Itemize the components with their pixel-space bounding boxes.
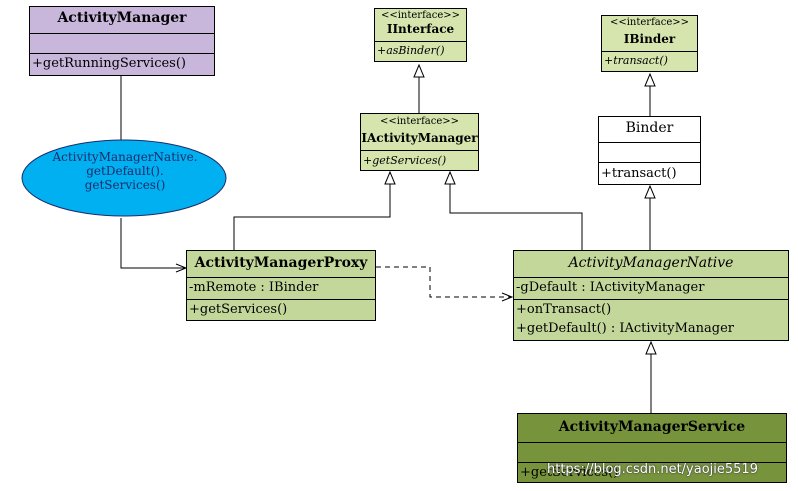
op-get-default: +getDefault() : IActivityManager: [516, 321, 735, 336]
class-name: IActivityManager: [361, 131, 478, 145]
class-name: ActivityManager: [57, 10, 187, 26]
watermark-text: https://blog.csdn.net/yaojie5519: [547, 462, 758, 477]
class-name: ActivityManagerProxy: [194, 255, 368, 271]
interface-ibinder[interactable]: <<interface>> IBinder +transact(): [601, 15, 698, 72]
interface-iactivity-manager[interactable]: <<interface>> IActivityManager +getServi…: [360, 113, 479, 171]
op-get-running-services: +getRunningServices(): [30, 53, 214, 74]
gen-native-iam: [450, 172, 583, 250]
op-get-services: +getServices(): [361, 150, 478, 171]
class-name: ActivityManagerNative: [568, 255, 734, 271]
note-line-3: getServices(): [84, 178, 166, 192]
attr-section: [30, 33, 214, 55]
op-transact: +transact(): [599, 162, 700, 185]
attr-section: [599, 142, 700, 162]
note-ellipse: [21, 139, 227, 217]
op-get-services: +getServices(): [187, 299, 375, 320]
class-name: ActivityManagerService: [558, 419, 746, 435]
dep-proxy-native: [376, 266, 512, 297]
note-text: ActivityManagerNative. getDefault(). get…: [20, 150, 230, 192]
attr-section: [518, 442, 786, 462]
class-activity-manager[interactable]: ActivityManager +getRunningServices(): [29, 6, 215, 76]
op-get-services: +getServices(): [518, 462, 786, 483]
gen-proxy-iam: [233, 172, 390, 250]
stereotype-label: <<interface>>: [379, 116, 460, 127]
class-activity-manager-native[interactable]: ActivityManagerNative -gDefault : IActiv…: [513, 250, 789, 341]
op-transact: +transact(): [602, 51, 697, 70]
line-note-to-proxy: [120, 218, 186, 268]
class-name: IInterface: [386, 22, 455, 36]
note-line-2: getDefault().: [86, 164, 164, 178]
op-as-binder: +asBinder(): [375, 41, 466, 60]
interface-iinterface[interactable]: <<interface>> IInterface +asBinder(): [374, 8, 467, 62]
attr-gdefault: -gDefault : IActivityManager: [514, 277, 788, 298]
note-line-1: ActivityManagerNative.: [52, 150, 198, 164]
op-on-transact: +onTransact(): [514, 299, 788, 320]
class-name: IBinder: [623, 32, 676, 46]
class-activity-manager-service[interactable]: ActivityManagerService +getServices(): [517, 413, 787, 483]
stereotype-label: <<interface>>: [609, 17, 690, 28]
class-name: Binder: [625, 120, 674, 136]
attr-mremote: -mRemote : IBinder: [187, 277, 375, 298]
class-activity-manager-proxy[interactable]: ActivityManagerProxy -mRemote : IBinder …: [186, 250, 376, 321]
stereotype-label: <<interface>>: [380, 10, 461, 21]
class-binder[interactable]: Binder +transact(): [598, 116, 701, 185]
